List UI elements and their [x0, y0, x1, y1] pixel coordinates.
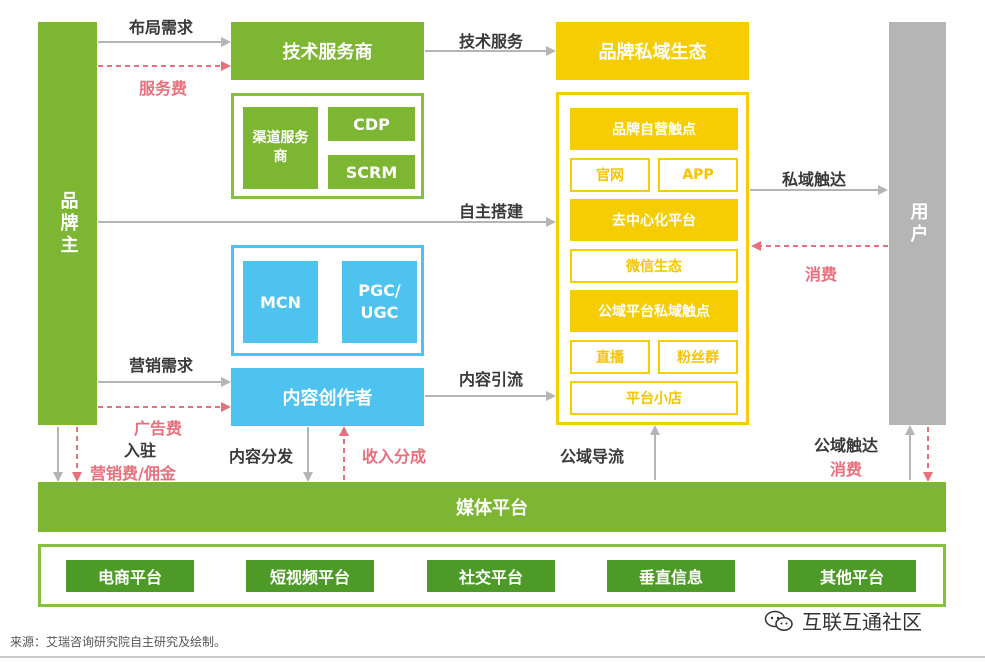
live-label: 直播: [596, 350, 624, 366]
label-consume-2: 消费: [830, 460, 863, 479]
channel-provider-box: 渠道服务商: [243, 107, 318, 189]
channel-provider-label: 渠道服务商: [252, 130, 309, 165]
platform-shop-box: 平台小店: [570, 381, 738, 415]
label-consume-1: 消费: [805, 265, 838, 284]
label-layout-demand: 布局需求: [129, 18, 194, 37]
brand-column: 品牌主: [38, 22, 97, 425]
label-public-traffic: 公域导流: [560, 447, 625, 466]
creator-types-group: MCN PGC/ UGC: [231, 245, 424, 356]
fan-group-label: 粉丝群: [677, 350, 719, 366]
source-note: 来源：艾瑞咨询研究院自主研究及绘制。: [10, 635, 227, 649]
app-box: APP: [658, 158, 738, 192]
website-label: 官网: [596, 168, 624, 184]
live-box: 直播: [570, 340, 650, 374]
watermark-label: 互联互通社区: [802, 610, 922, 634]
label-private-reach: 私域触达: [782, 170, 847, 189]
decentralized-platform-box: 去中心化平台: [570, 199, 738, 241]
brand-label: 品牌主: [57, 190, 79, 257]
label-self-build: 自主搭建: [459, 202, 524, 221]
label-tech-service: 技术服务: [459, 32, 524, 51]
label-ad-fee: 广告费: [134, 419, 183, 438]
platform-item-vertical-info: 垂直信息: [607, 560, 735, 592]
label-revenue-share: 收入分成: [362, 447, 427, 466]
private-ecosystem-box: 品牌私域生态: [556, 22, 749, 80]
wechat-icon: [764, 610, 793, 631]
footer-divider: [0, 656, 985, 658]
wechat-ecosystem-label: 微信生态: [626, 259, 682, 275]
media-platform-title: 媒体平台: [456, 498, 528, 519]
label-service-fee: 服务费: [139, 79, 188, 98]
content-creator-box: 内容创作者: [231, 368, 424, 426]
pgc-ugc-box: PGC/ UGC: [342, 261, 417, 343]
app-label: APP: [682, 167, 714, 183]
cdp-label: CDP: [353, 114, 390, 134]
scrm-label: SCRM: [345, 162, 398, 182]
media-platform-bar: 媒体平台: [38, 482, 946, 532]
label-public-reach: 公域触达: [814, 436, 879, 455]
tech-services-group: 渠道服务商 CDP SCRM: [231, 93, 424, 199]
decentralized-platform-label: 去中心化平台: [612, 213, 696, 229]
user-label: 用户: [907, 201, 929, 246]
label-marketing-fee: 营销费/佣金: [90, 464, 176, 483]
mcn-box: MCN: [243, 261, 318, 343]
platform-item-social: 社交平台: [427, 560, 555, 592]
label-content-distribution: 内容分发: [229, 447, 294, 466]
label-marketing-demand: 营销需求: [129, 356, 194, 375]
platform-shop-label: 平台小店: [626, 391, 682, 407]
pgc-ugc-label: PGC/ UGC: [358, 281, 401, 322]
platform-item-other: 其他平台: [788, 560, 916, 592]
platform-item-ecommerce: 电商平台: [66, 560, 194, 592]
public-touchpoint-box: 公域平台私域触点: [570, 290, 738, 332]
wechat-ecosystem-box: 微信生态: [570, 249, 738, 283]
self-touchpoint-box: 品牌自营触点: [570, 108, 738, 150]
private-touchpoints-group: 品牌自营触点 官网 APP 去中心化平台 微信生态 公域平台私域触点 直播 粉丝…: [556, 92, 749, 425]
watermark: 互联互通社区: [764, 606, 922, 635]
website-box: 官网: [570, 158, 650, 192]
media-platform-list: 电商平台 短视频平台 社交平台 垂直信息 其他平台: [38, 544, 946, 607]
public-touchpoint-label: 公域平台私域触点: [598, 304, 710, 320]
self-touchpoint-label: 品牌自营触点: [612, 122, 696, 138]
tech-provider-title: 技术服务商: [282, 42, 373, 63]
scrm-box: SCRM: [328, 155, 415, 189]
cdp-box: CDP: [328, 107, 415, 141]
fan-group-box: 粉丝群: [658, 340, 738, 374]
label-settle-in: 入驻: [124, 441, 157, 460]
mcn-label: MCN: [259, 292, 302, 312]
label-content-traffic: 内容引流: [459, 370, 524, 389]
tech-provider-box: 技术服务商: [231, 22, 424, 80]
user-column: 用户: [889, 22, 946, 425]
platform-item-short-video: 短视频平台: [246, 560, 374, 592]
content-creator-title: 内容创作者: [282, 388, 373, 409]
private-ecosystem-title: 品牌私域生态: [598, 42, 707, 63]
